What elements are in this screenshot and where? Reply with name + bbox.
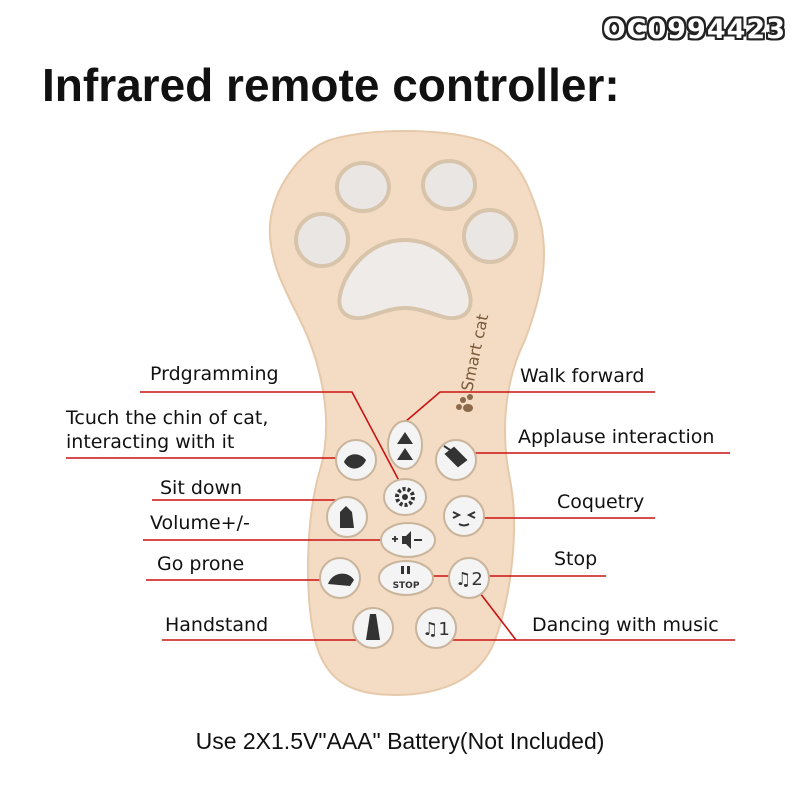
label-applause: Applause interaction	[518, 426, 715, 448]
applause-button[interactable]	[435, 439, 477, 481]
product-code: OC0994423	[602, 14, 786, 45]
shy-face-icon	[452, 511, 476, 527]
label-coquetry: Coquetry	[557, 491, 645, 513]
label-walk-forward: Walk forward	[520, 365, 645, 387]
cat-chin-icon	[344, 454, 366, 469]
leader-lines	[66, 391, 735, 641]
paw-logo-icon	[456, 394, 473, 412]
coquetry-button[interactable]	[443, 495, 485, 537]
line-programming	[140, 391, 406, 493]
pause-icon	[401, 566, 410, 574]
label-dancing: Dancing with music	[532, 614, 719, 636]
walk-forward-button[interactable]	[387, 420, 423, 470]
paw-toe-bean-3	[294, 212, 350, 268]
label-sit-down: Sit down	[160, 477, 243, 499]
remote-body	[268, 130, 545, 697]
handstand-button[interactable]	[352, 607, 394, 649]
paw-toe-bean-2	[421, 159, 477, 211]
music-1-button[interactable]: ♫1	[415, 607, 457, 649]
clap-hands-icon	[443, 445, 468, 468]
programming-button[interactable]	[383, 478, 427, 516]
label-stop: Stop	[554, 548, 598, 570]
label-handstand: Handstand	[165, 614, 269, 636]
music-2-button[interactable]: ♫2	[448, 557, 490, 599]
label-programming: Prdgramming	[150, 363, 279, 385]
music-note-icon: ♫1	[422, 619, 450, 640]
paw-toe-bean-4	[462, 208, 518, 264]
sitting-cat-icon	[340, 506, 354, 528]
label-touch-chin: Tcuch the chin of cat, interacting with …	[66, 407, 269, 453]
stop-button[interactable]: STOP	[378, 560, 434, 596]
battery-note: Use 2X1.5V"AAA" Battery(Not Included)	[195, 728, 605, 754]
music-note-icon: ♫2	[455, 569, 483, 590]
touch-chin-button[interactable]	[335, 439, 377, 481]
paw-main-pad	[337, 237, 473, 321]
stop-button-label: STOP	[393, 581, 420, 591]
line-walk-forward	[404, 391, 655, 423]
page-title: Infrared remote controller:	[42, 59, 620, 111]
handstand-cat-icon	[366, 614, 380, 640]
volume-button[interactable]	[380, 522, 436, 558]
label-volume: Volume+/-	[150, 512, 250, 534]
label-go-prone: Go prone	[157, 553, 245, 575]
paw-toe-bean-1	[335, 161, 391, 213]
gear-icon	[395, 487, 415, 507]
prone-cat-icon	[328, 573, 354, 586]
go-prone-button[interactable]	[319, 557, 361, 599]
speaker-icon	[392, 531, 422, 549]
sit-down-button[interactable]	[326, 496, 368, 538]
up-arrow-icon	[397, 432, 413, 460]
